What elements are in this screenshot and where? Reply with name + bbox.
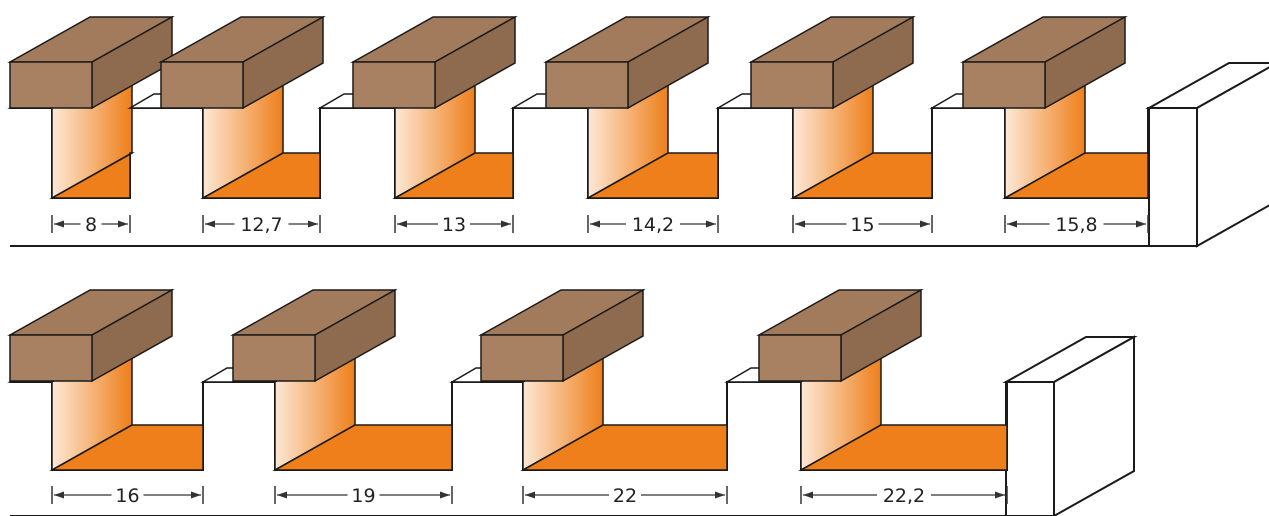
dimension-arrow-left: [54, 220, 64, 228]
groove-width-label: 12,7: [240, 214, 282, 236]
end-block-front: [1006, 381, 1055, 516]
cutter-block-front: [9, 334, 93, 382]
dimension-arrow-left: [795, 220, 805, 228]
cutter-block-front: [480, 334, 564, 382]
groove-width-label: 22,2: [883, 485, 925, 507]
end-block-front: [1149, 107, 1198, 247]
cutter-block-front: [750, 61, 834, 109]
groove-5: 15: [715, 15, 933, 236]
dimension-arrow-left: [590, 220, 600, 228]
dimension-arrow-left: [397, 220, 407, 228]
groove-width-label: 14,2: [632, 214, 674, 236]
dimension-arrow-right: [1136, 220, 1146, 228]
dimension-arrow-right: [118, 220, 128, 228]
dimension-arrow-right: [308, 220, 318, 228]
groove-width-label: 15,8: [1055, 214, 1097, 236]
groove-4: 14,2: [510, 15, 719, 236]
groove-row-1: 8 12,7 13 14,2 15 15,8: [7, 15, 1269, 248]
dimension-arrow-right: [191, 491, 201, 499]
cutter-block-front: [962, 61, 1046, 109]
groove-floor-edge: [202, 152, 284, 199]
cutter-block-front: [9, 61, 93, 109]
groove-width-label: 13: [442, 214, 466, 236]
groove-4: 22,2: [724, 288, 1008, 507]
dimension-arrow-left: [525, 491, 535, 499]
groove-floor-edge: [522, 424, 604, 471]
groove-width-label: 19: [351, 485, 375, 507]
cutter-block-front: [758, 334, 842, 382]
dimension-arrow-right: [501, 220, 511, 228]
groove-floor-edge: [51, 152, 133, 199]
dimension-arrow-left: [803, 491, 813, 499]
groove-width-label: 22: [613, 485, 637, 507]
dimension-arrow-left: [1007, 220, 1017, 228]
dimension-arrow-left: [277, 491, 287, 499]
groove-1: 8: [7, 15, 175, 236]
groove-width-label: 15: [850, 214, 874, 236]
groove-floor-edge: [1004, 152, 1086, 199]
dimension-arrow-right: [706, 220, 716, 228]
groove-width-label: 16: [115, 485, 139, 507]
groove-2: 12,7: [127, 15, 326, 236]
cutter-block-front: [545, 61, 629, 109]
groove-floor-edge: [394, 152, 476, 199]
board-front-outline: [10, 107, 1150, 247]
groove-2: 19: [200, 288, 453, 507]
groove-3: 22: [449, 288, 728, 507]
cutter-block-front: [232, 334, 316, 382]
dimension-arrow-right: [715, 491, 725, 499]
groove-floor-edge: [587, 152, 669, 199]
dimension-arrow-right: [440, 491, 450, 499]
groove-floor-edge: [792, 152, 874, 199]
dimension-arrow-right: [995, 491, 1005, 499]
cutter-block-front: [352, 61, 436, 109]
groove-1: 16: [7, 288, 204, 507]
cutter-block-front: [160, 61, 244, 109]
groove-floor-edge: [800, 424, 882, 471]
dimension-arrow-right: [920, 220, 930, 228]
dimension-arrow-left: [54, 491, 64, 499]
groove-row-2: 16 19 22 22,2: [7, 288, 1138, 516]
groove-floor-edge: [274, 424, 356, 471]
groove-3: 13: [317, 15, 518, 236]
groove-width-label: 8: [85, 214, 97, 236]
groove-floor-edge: [51, 424, 133, 471]
dimension-arrow-left: [205, 220, 215, 228]
groove-6: 15,8: [929, 15, 1149, 236]
